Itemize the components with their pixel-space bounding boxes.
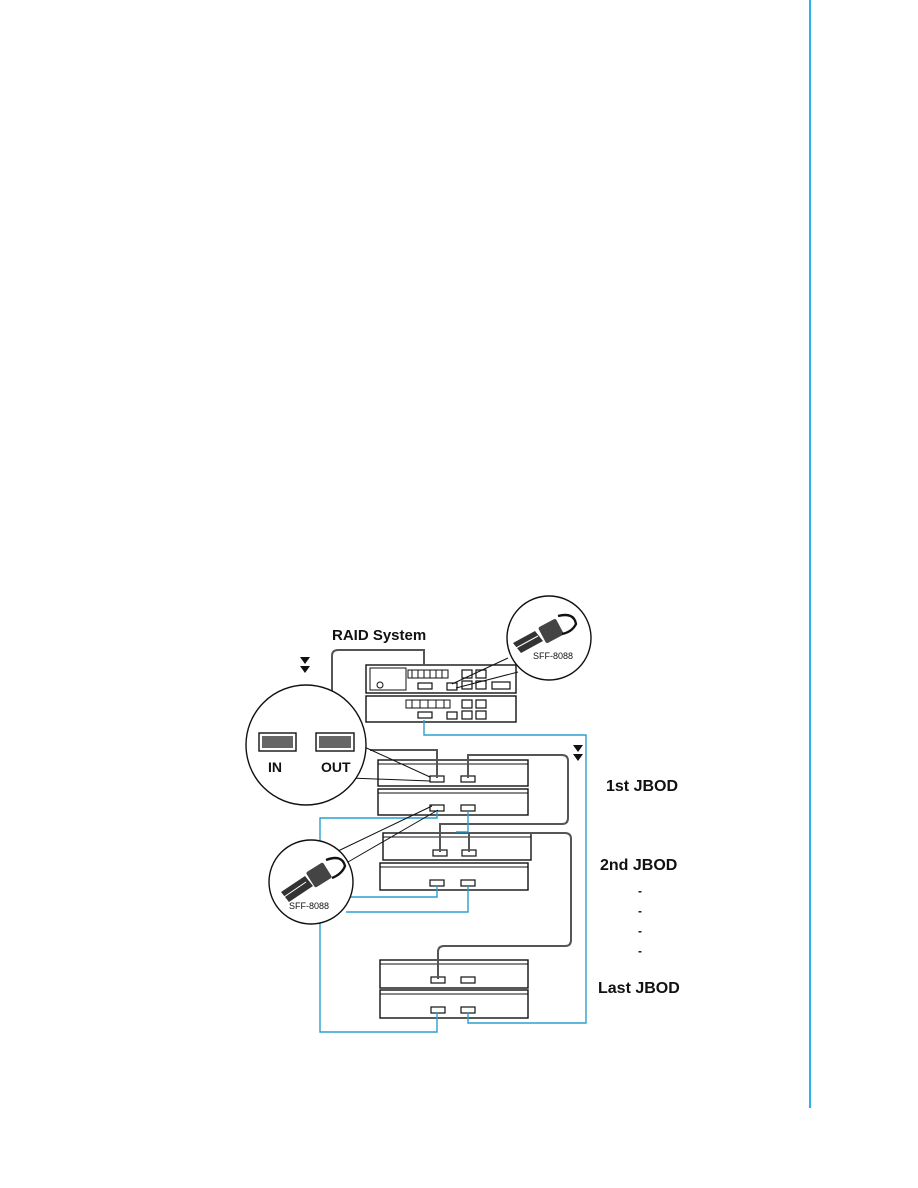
- jbod-last-chassis: [379, 959, 529, 1019]
- port-out-label: OUT: [321, 759, 351, 775]
- jbod-2-chassis: [379, 832, 532, 891]
- in-out-callout: IN OUT: [245, 684, 431, 806]
- raid-port-lower: [417, 711, 433, 719]
- jbod-1-label: 1st JBOD: [606, 778, 678, 795]
- page-edge-line: [809, 0, 811, 1108]
- raid-system-title: RAID System: [332, 627, 426, 644]
- port-in-label: IN: [268, 759, 282, 775]
- continuation-dash: -: [638, 904, 642, 918]
- blue-cascade-cables: [319, 720, 587, 1033]
- sff-8088-connector-icon: [281, 856, 347, 902]
- gray-cascade-cables: [331, 649, 572, 979]
- connector-top-label: SFF-8088: [533, 651, 573, 661]
- continuation-dashes: - - - -: [638, 884, 642, 958]
- raid-system-chassis: [365, 664, 517, 723]
- jbod-1-chassis: [377, 759, 529, 816]
- jbod-last-label: Last JBOD: [598, 980, 680, 997]
- connector-bottom-label: SFF-8088: [289, 901, 329, 911]
- raid-port-upper: [417, 682, 433, 690]
- direction-arrow-icon-left: [300, 657, 310, 673]
- direction-arrow-icon-right: [573, 745, 583, 761]
- continuation-dash: -: [638, 924, 642, 938]
- sff-8088-callout-bottom: SFF-8088: [268, 805, 439, 925]
- continuation-dash: -: [638, 884, 642, 898]
- sff-8088-callout-top: SFF-8088: [451, 595, 592, 689]
- continuation-dash: -: [638, 944, 642, 958]
- jbod-2-label: 2nd JBOD: [600, 857, 677, 874]
- sff-8088-connector-icon: [513, 613, 578, 653]
